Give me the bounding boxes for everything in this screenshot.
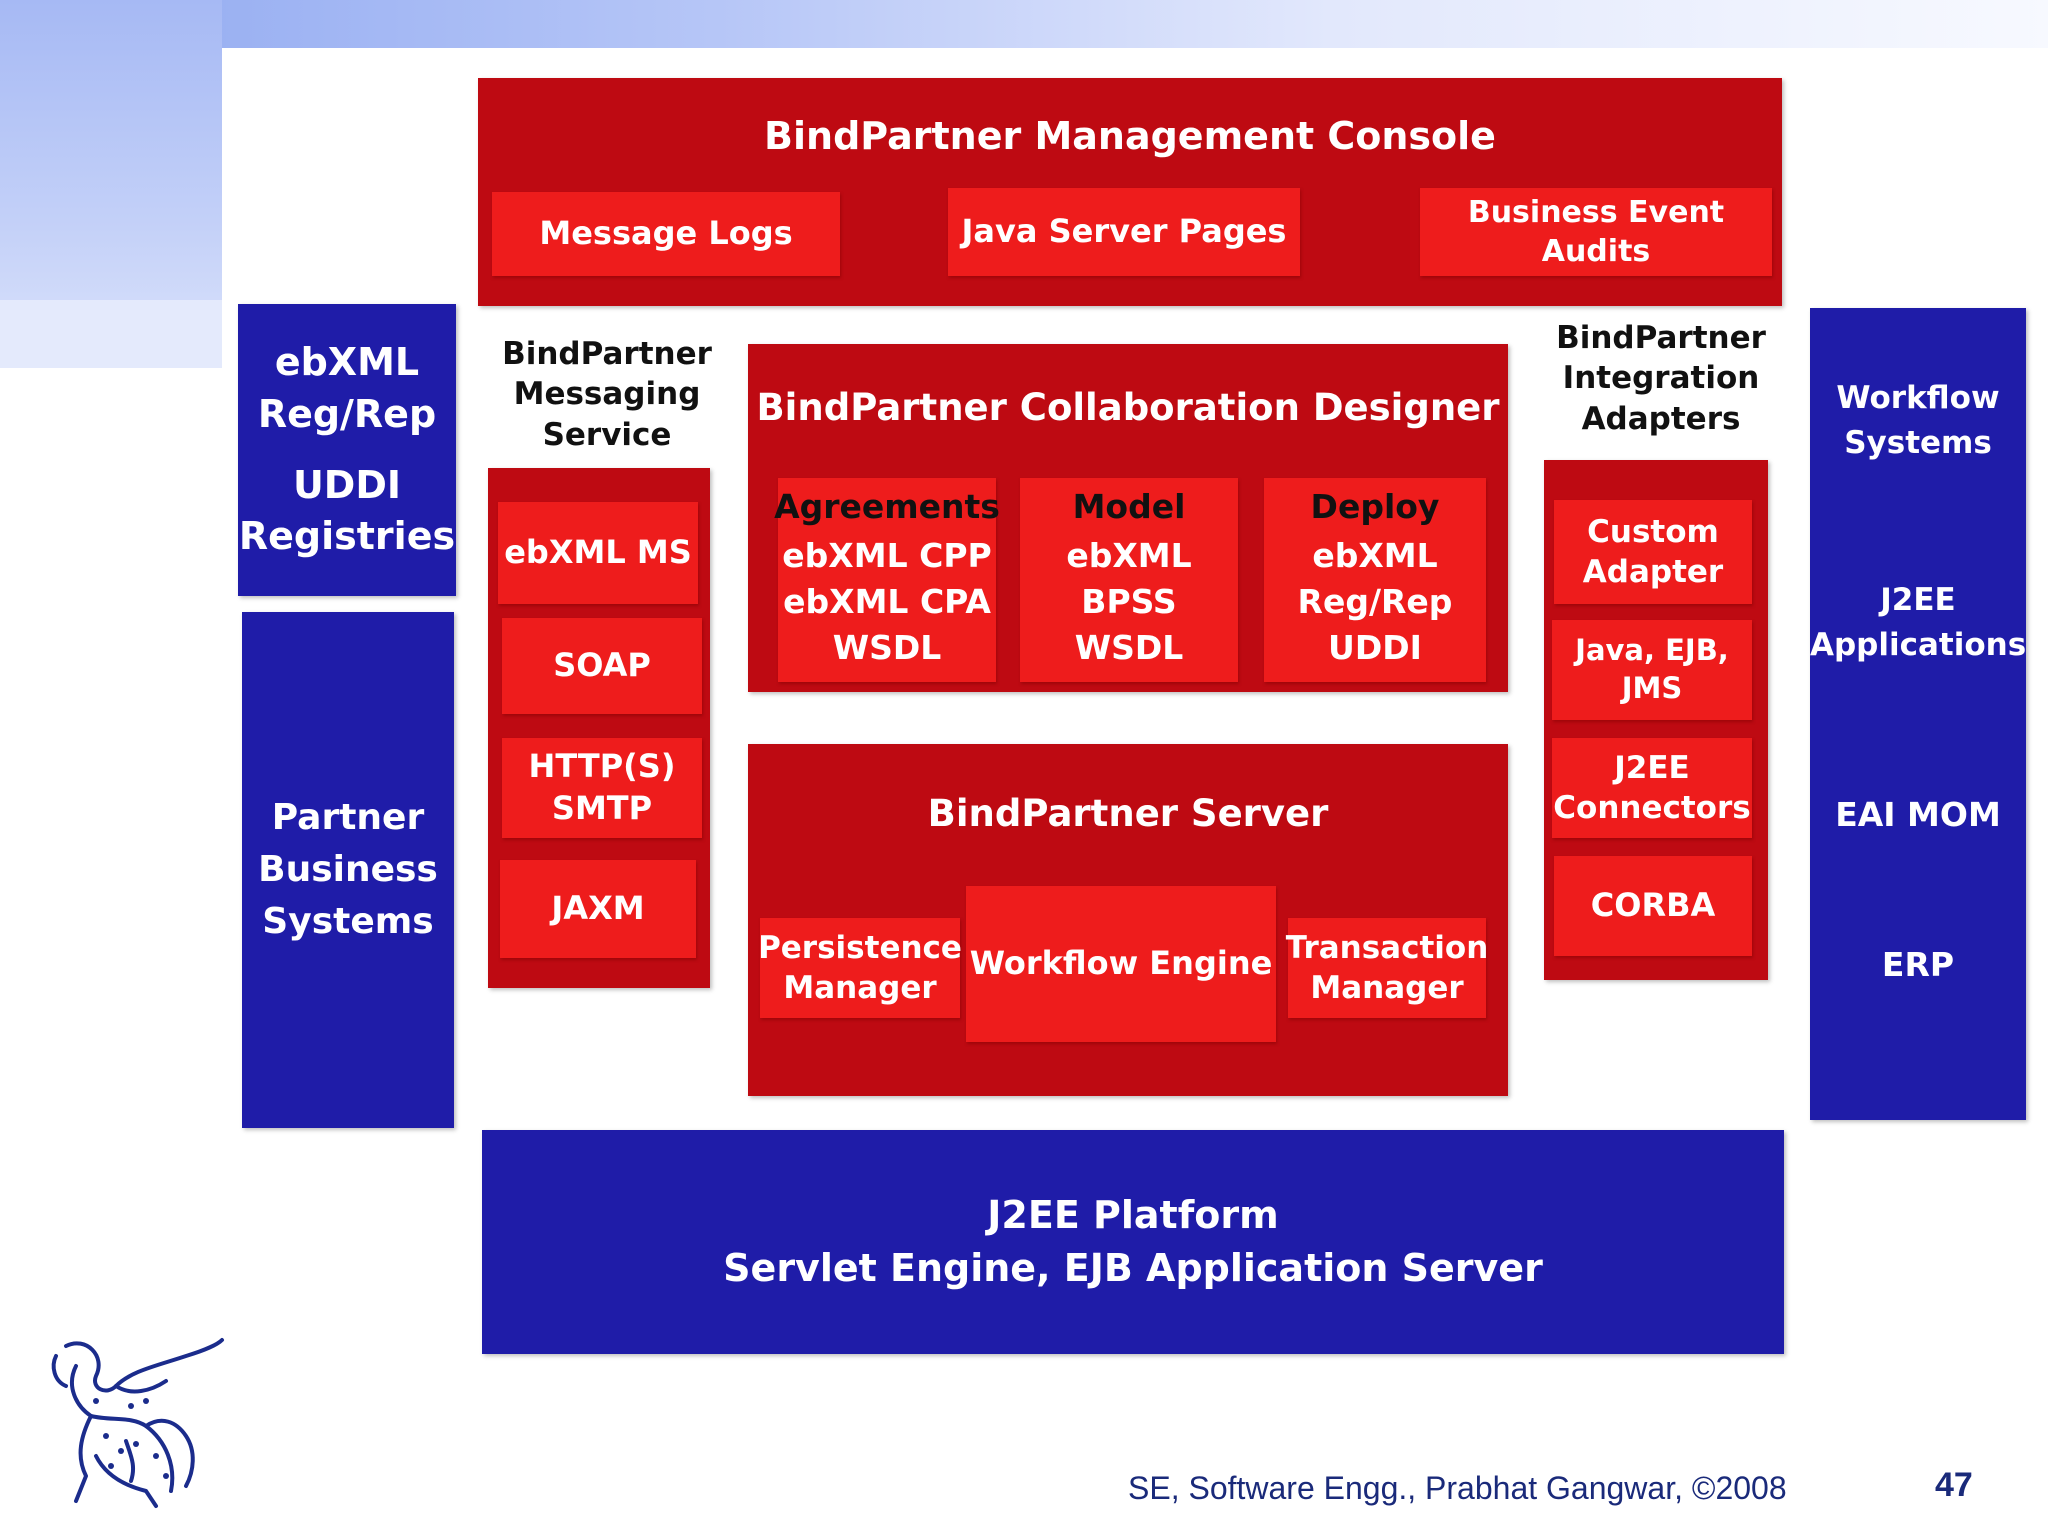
right-item-eai-mom: EAI MOM (1835, 795, 2001, 834)
slide-left-strip (0, 300, 222, 368)
partner-business-systems: Partner Business Systems (242, 612, 454, 1128)
designer-col-deploy-head: Deploy (1310, 487, 1440, 526)
management-console-title: BindPartner Management Console (764, 114, 1496, 158)
integration-adapters-title: BindPartner Integration Adapters (1556, 320, 1766, 437)
slide-top-gradient (0, 0, 2048, 48)
server-item-persistence-manager: Persistence Manager (758, 918, 962, 1018)
designer-col-deploy-body: ebXML Reg/Rep UDDI (1297, 535, 1453, 668)
adapter-item-java-ejb-jms: Java, EJB, JMS (1552, 620, 1752, 720)
right-item-erp: ERP (1881, 945, 1955, 984)
registry-uddi-label: UDDI Registries (238, 463, 456, 559)
platform-subtitle: Servlet Engine, EJB Application Server (723, 1246, 1543, 1290)
j2ee-platform: J2EE Platform Servlet Engine, EJB Applic… (482, 1130, 1784, 1354)
bindpartner-server-title: BindPartner Server (927, 792, 1329, 835)
registry-ebxml-label: ebXML Reg/Rep (257, 340, 437, 436)
page-number: 47 (1935, 1466, 1973, 1504)
messaging-item-soap: SOAP (502, 618, 702, 714)
messaging-item-ebxml-ms: ebXML MS (498, 502, 698, 604)
server-item-transaction-manager: Transaction Manager (1286, 918, 1488, 1018)
console-item-message-logs: Message Logs (492, 192, 840, 276)
designer-col-agreements-body: ebXML CPP ebXML CPA WSDL (782, 535, 992, 668)
messaging-item-http-smtp: HTTP(S) SMTP (502, 738, 702, 838)
designer-col-deploy: Deploy ebXML Reg/Rep UDDI (1264, 478, 1486, 682)
griffin-logo-icon (51, 1338, 224, 1508)
registry-panel: ebXML Reg/Rep UDDI Registries (238, 304, 456, 596)
platform-title: J2EE Platform (987, 1192, 1279, 1237)
server-item-workflow-engine: Workflow Engine (966, 886, 1276, 1042)
adapter-item-corba: CORBA (1554, 856, 1752, 956)
right-item-j2ee-applications: J2EE Applications (1810, 582, 2027, 663)
enterprise-systems-panel: Workflow Systems J2EE Applications EAI M… (1810, 308, 2026, 1120)
collaboration-designer-title: BindPartner Collaboration Designer (756, 386, 1500, 429)
messaging-service-title: BindPartner Messaging Service (502, 336, 712, 453)
adapter-item-j2ee-connectors: J2EE Connectors (1552, 738, 1752, 838)
right-item-workflow-systems: Workflow Systems (1836, 380, 2000, 461)
designer-col-model-head: Model (1072, 487, 1186, 526)
messaging-item-jaxm: JAXM (500, 860, 696, 958)
designer-col-agreements-head: Agreements (774, 487, 1000, 526)
designer-col-agreements: Agreements ebXML CPP ebXML CPA WSDL (774, 478, 1000, 682)
footer-credit: SE, Software Engg., Prabhat Gangwar, ©20… (1128, 1470, 1787, 1506)
designer-col-model-body: ebXML BPSS WSDL (1066, 535, 1192, 668)
adapter-item-custom-adapter: Custom Adapter (1554, 500, 1752, 604)
console-item-java-server-pages: Java Server Pages (948, 188, 1300, 276)
console-item-business-event-audits: Business Event Audits (1420, 188, 1772, 276)
designer-col-model: Model ebXML BPSS WSDL (1020, 478, 1238, 682)
